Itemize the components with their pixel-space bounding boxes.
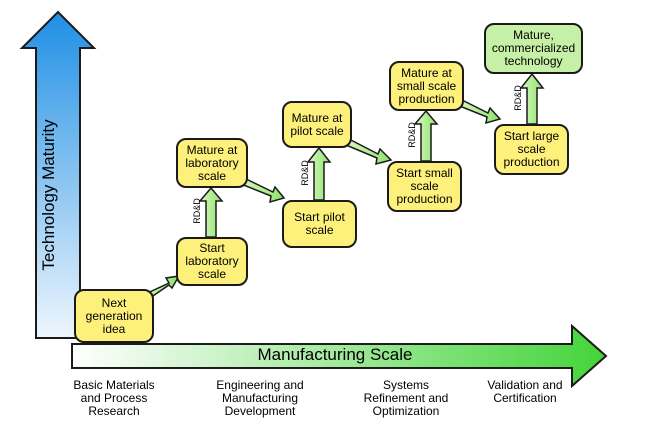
vertical-arrows bbox=[198, 72, 545, 238]
arrow-startsmall-to-maturesmall bbox=[413, 109, 439, 162]
box-next-generation-idea: Next generation idea bbox=[74, 289, 154, 343]
box-start-laboratory-scale: Start laboratory scale bbox=[176, 237, 248, 286]
box-mature-laboratory-scale: Mature at laboratory scale bbox=[176, 138, 248, 188]
rdd-label: RD&D bbox=[192, 198, 202, 224]
box-mature-commercialized-technology: Mature, commercialized technology bbox=[484, 23, 583, 74]
box-start-pilot-scale: Start pilot scale bbox=[282, 200, 357, 248]
box-label: Mature, commercialized technology bbox=[491, 28, 576, 68]
box-label: Mature at pilot scale bbox=[290, 110, 344, 138]
box-label: Start small scale production bbox=[396, 166, 453, 206]
box-label: Mature at small scale production bbox=[396, 65, 457, 106]
box-label: Start large scale production bbox=[503, 129, 560, 169]
arrow-maturelab-to-startpilot bbox=[239, 177, 286, 204]
box-label: Start pilot scale bbox=[294, 210, 345, 237]
rdd-label: RD&D bbox=[300, 160, 310, 186]
box-label: Start laboratory scale bbox=[185, 241, 239, 281]
stage-label-validation: Validation and Certification bbox=[487, 378, 563, 405]
box-mature-small-scale-production: Mature at small scale production bbox=[389, 61, 464, 111]
arrow-startpilot-to-maturepilot bbox=[306, 146, 332, 201]
arrow-maturepilot-to-startsmall bbox=[344, 137, 393, 166]
box-start-small-scale-production: Start small scale production bbox=[387, 161, 462, 212]
x-axis-title: Manufacturing Scale bbox=[257, 345, 413, 364]
arrow-startlab-to-maturelab bbox=[198, 186, 224, 238]
manufacturing-scale-arrow bbox=[71, 323, 608, 389]
rdd-label: RD&D bbox=[513, 85, 523, 111]
stage-label-basic-research: Basic Materials and Process Research bbox=[73, 378, 155, 418]
arrow-startlarge-to-commercial bbox=[519, 72, 545, 125]
stage-label-engineering: Engineering and Manufacturing Developmen… bbox=[216, 378, 304, 418]
diagonal-arrows bbox=[139, 97, 502, 304]
box-start-large-scale-production: Start large scale production bbox=[494, 124, 569, 175]
box-label: Next generation idea bbox=[85, 295, 143, 336]
box-label: Mature at laboratory scale bbox=[185, 142, 239, 183]
rdd-label: RD&D bbox=[407, 122, 417, 148]
box-mature-pilot-scale: Mature at pilot scale bbox=[282, 101, 352, 148]
y-axis-title: Technology Maturity bbox=[39, 119, 58, 271]
stage-label-systems: Systems Refinement and Optimization bbox=[363, 378, 449, 418]
